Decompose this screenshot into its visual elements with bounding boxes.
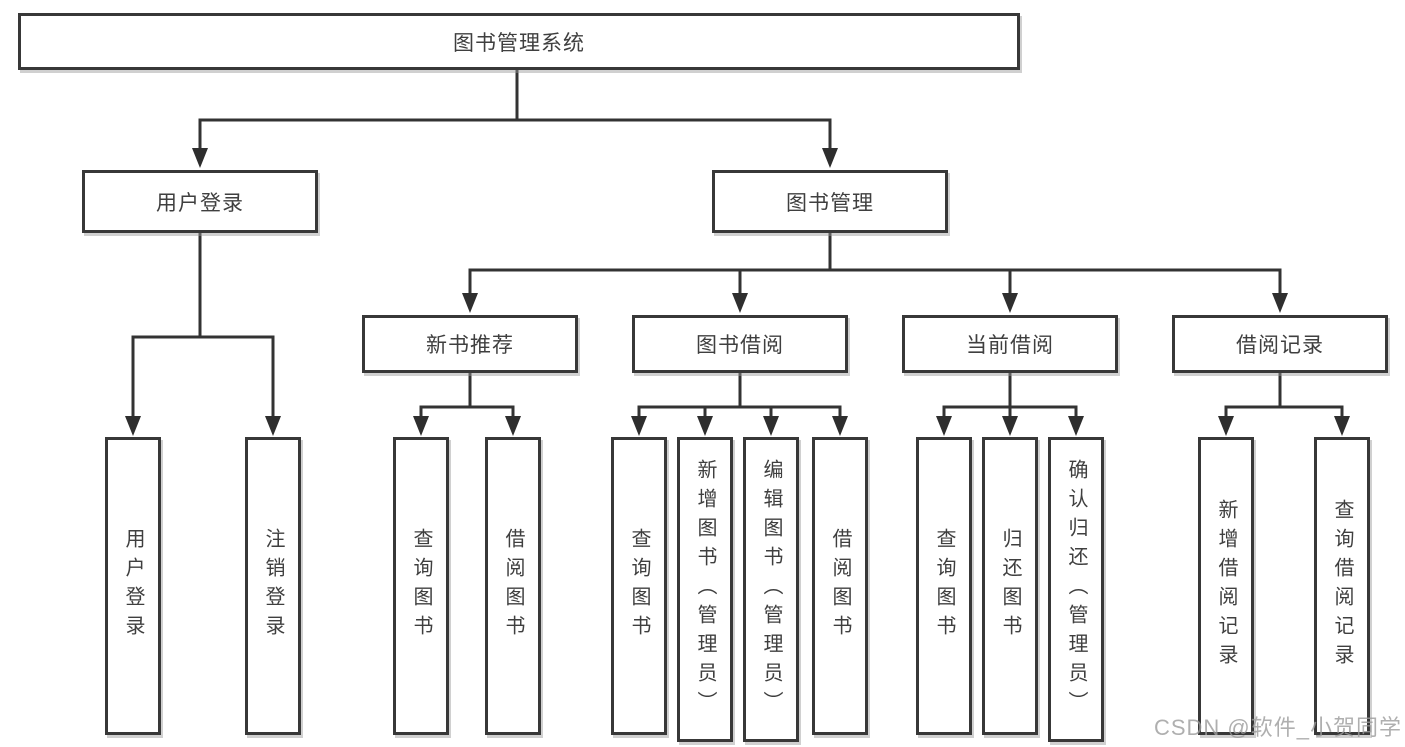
arrow-stems bbox=[131, 120, 1344, 416]
connector-spines bbox=[131, 68, 1344, 409]
leaf-confirm-return-admin: 确认归还（管理员） bbox=[1048, 437, 1104, 742]
leaf-search-borrow-record: 查询借阅记录 bbox=[1314, 437, 1370, 735]
leaf-search-books-borrowing: 查询图书 bbox=[611, 437, 667, 735]
leaf-return-book-label: 归还图书 bbox=[999, 528, 1021, 644]
leaf-add-book-admin-label: 新增图书（管理员） bbox=[694, 459, 716, 720]
leaf-search-books-recommend: 查询图书 bbox=[393, 437, 449, 735]
node-user-login-branch-label: 用户登录 bbox=[156, 191, 244, 215]
node-borrow-records: 借阅记录 bbox=[1172, 315, 1388, 373]
node-current-borrowing: 当前借阅 bbox=[902, 315, 1118, 373]
leaf-add-book-admin: 新增图书（管理员） bbox=[677, 437, 733, 742]
node-book-management: 图书管理 bbox=[712, 170, 948, 233]
leaf-borrow-books-recommend: 借阅图书 bbox=[485, 437, 541, 735]
node-root: 图书管理系统 bbox=[18, 13, 1020, 70]
leaf-search-books-current-label: 查询图书 bbox=[933, 528, 955, 644]
leaf-logout-label: 注销登录 bbox=[262, 528, 284, 644]
node-book-management-label: 图书管理 bbox=[786, 191, 874, 215]
leaf-user-login: 用户登录 bbox=[105, 437, 161, 735]
node-book-borrowing: 图书借阅 bbox=[632, 315, 848, 373]
leaf-borrow-books-recommend-label: 借阅图书 bbox=[502, 528, 524, 644]
leaf-search-borrow-record-label: 查询借阅记录 bbox=[1331, 499, 1353, 673]
leaf-logout: 注销登录 bbox=[245, 437, 301, 735]
leaf-borrow-books-borrowing-label: 借阅图书 bbox=[829, 528, 851, 644]
leaf-search-books-recommend-label: 查询图书 bbox=[410, 528, 432, 644]
watermark: CSDN @软件_小贺同学 bbox=[1153, 715, 1402, 740]
leaf-add-borrow-record-label: 新增借阅记录 bbox=[1215, 499, 1237, 673]
node-root-label: 图书管理系统 bbox=[453, 31, 585, 55]
leaf-return-book: 归还图书 bbox=[982, 437, 1038, 735]
leaf-add-borrow-record: 新增借阅记录 bbox=[1198, 437, 1254, 735]
leaf-edit-book-admin-label: 编辑图书（管理员） bbox=[760, 459, 782, 720]
node-borrow-records-label: 借阅记录 bbox=[1236, 334, 1324, 357]
leaf-edit-book-admin: 编辑图书（管理员） bbox=[743, 437, 799, 742]
node-book-borrowing-label: 图书借阅 bbox=[696, 334, 784, 357]
node-new-book-recommend-label: 新书推荐 bbox=[426, 334, 514, 357]
leaf-search-books-current: 查询图书 bbox=[916, 437, 972, 735]
node-user-login-branch: 用户登录 bbox=[82, 170, 318, 233]
leaf-borrow-books-borrowing: 借阅图书 bbox=[812, 437, 868, 735]
leaf-confirm-return-admin-label: 确认归还（管理员） bbox=[1065, 459, 1087, 720]
leaf-search-books-borrowing-label: 查询图书 bbox=[628, 528, 650, 644]
node-new-book-recommend: 新书推荐 bbox=[362, 315, 578, 373]
node-current-borrowing-label: 当前借阅 bbox=[966, 334, 1054, 357]
leaf-user-login-label: 用户登录 bbox=[122, 528, 144, 644]
